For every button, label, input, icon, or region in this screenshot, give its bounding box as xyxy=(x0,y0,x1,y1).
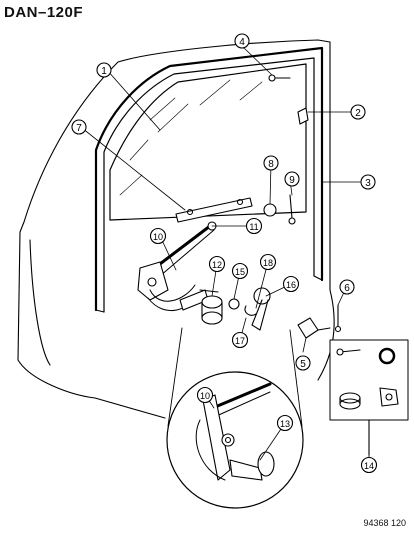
bracket-5 xyxy=(297,317,331,339)
callout-3-label: 3 xyxy=(365,178,371,189)
repair-kit-box xyxy=(329,339,409,456)
callout-17-label: 17 xyxy=(235,336,245,346)
window-regulator xyxy=(137,221,219,311)
callout-8-label: 8 xyxy=(268,159,274,170)
callout-5: 5 xyxy=(295,355,311,371)
glass-run-channel xyxy=(94,46,324,313)
regulator-motor xyxy=(201,295,223,325)
washer-8 xyxy=(263,203,277,217)
callout-14: 14 xyxy=(360,456,378,474)
callout-9-label: 9 xyxy=(289,175,295,186)
callout-10: 10 xyxy=(149,227,167,245)
callout-7-label: 7 xyxy=(76,123,82,134)
callout-10-detail: 10 xyxy=(196,386,214,404)
callout-4: 4 xyxy=(234,33,250,49)
callout-13: 13 xyxy=(276,414,294,432)
callout-10-detail-label: 10 xyxy=(200,391,210,401)
callout-9: 9 xyxy=(284,171,300,187)
callout-2-label: 2 xyxy=(355,108,361,119)
callout-6: 6 xyxy=(339,279,355,295)
glass-channel-bracket xyxy=(175,197,253,223)
washer-15 xyxy=(228,298,240,310)
window-glass xyxy=(109,63,307,221)
callout-15: 15 xyxy=(231,262,249,280)
callout-12-label: 12 xyxy=(212,260,222,270)
callout-8: 8 xyxy=(263,155,279,171)
callout-11-label: 11 xyxy=(249,222,258,232)
callout-12: 12 xyxy=(208,255,226,273)
glass-run-clip xyxy=(297,107,309,125)
callout-5-label: 5 xyxy=(300,359,306,370)
document-number: 94368 120 xyxy=(363,518,406,528)
callout-3: 3 xyxy=(360,174,376,190)
detail-view-circle xyxy=(166,327,304,509)
bolt-6 xyxy=(334,304,342,333)
callout-1: 1 xyxy=(96,62,112,78)
callout-13-label: 13 xyxy=(280,419,290,429)
callout-16: 16 xyxy=(282,275,300,293)
callout-14-label: 14 xyxy=(364,461,374,471)
bolt-9 xyxy=(288,194,296,225)
diagram-title: DAN–120F xyxy=(4,4,84,21)
callout-15-label: 15 xyxy=(235,267,245,277)
callout-18: 18 xyxy=(259,253,277,271)
callout-18-label: 18 xyxy=(263,258,273,268)
callouts: 1 2 3 4 5 6 7 8 9 10 11 12 13 14 15 16 1… xyxy=(71,33,378,474)
callout-2: 2 xyxy=(350,104,366,120)
callout-1-label: 1 xyxy=(101,66,107,77)
callout-11: 11 xyxy=(245,217,263,235)
door-shell xyxy=(17,39,335,419)
regulator-handle xyxy=(251,287,271,331)
callout-6-label: 6 xyxy=(344,283,350,294)
callout-17: 17 xyxy=(231,331,249,349)
leader-lines xyxy=(81,46,370,463)
screw-4 xyxy=(268,74,291,82)
callout-4-label: 4 xyxy=(239,37,245,48)
spring-clip xyxy=(244,305,257,316)
callout-7: 7 xyxy=(71,119,87,135)
callout-10-label: 10 xyxy=(153,232,163,242)
callout-16-label: 16 xyxy=(286,280,296,290)
